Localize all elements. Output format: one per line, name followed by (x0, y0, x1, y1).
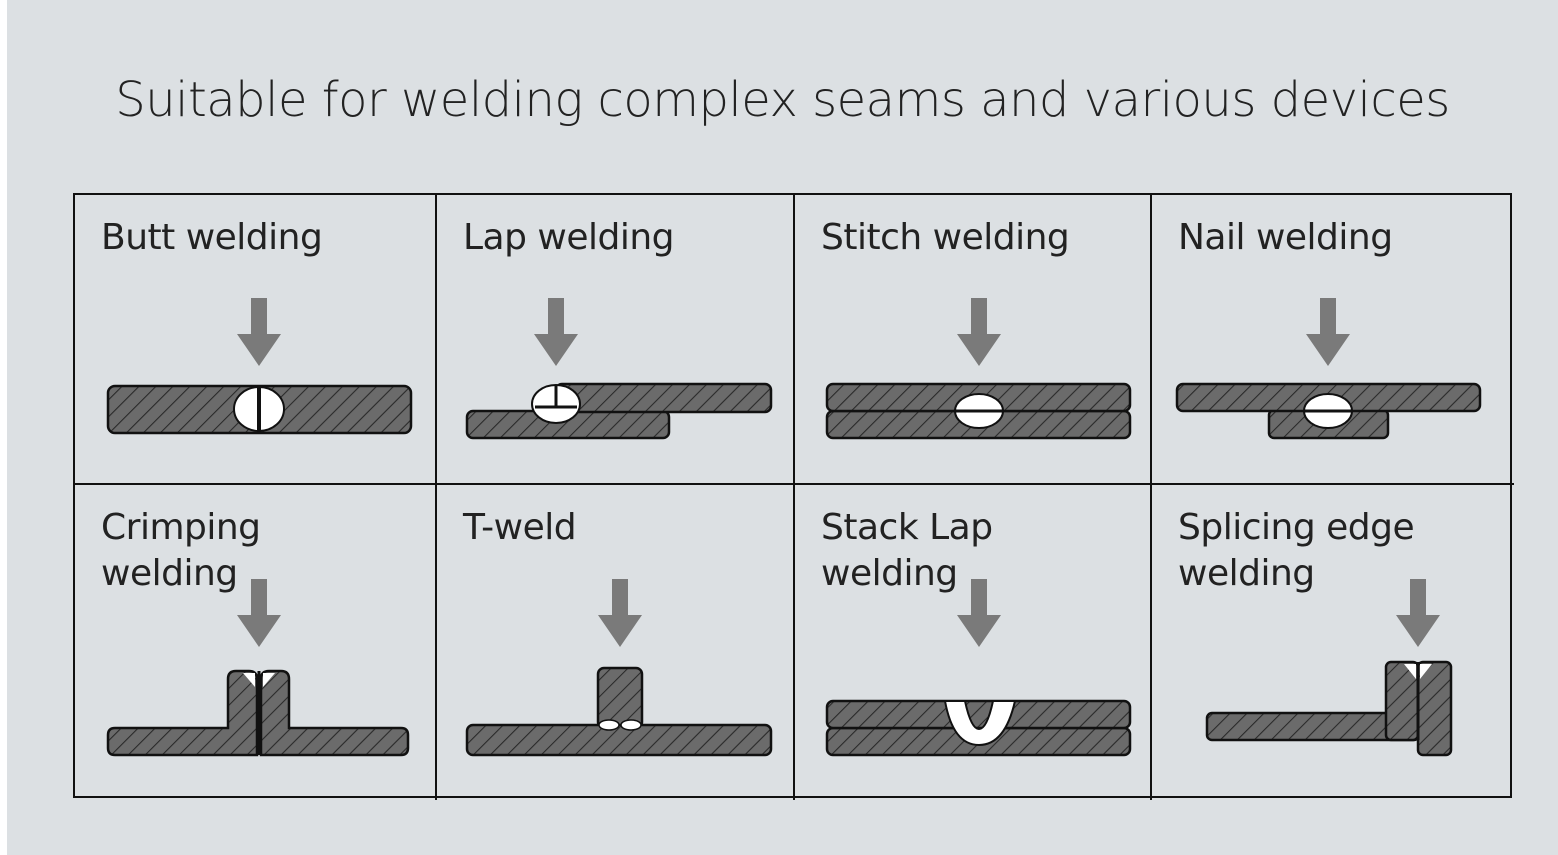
cell-label: Nail welding (1178, 217, 1393, 258)
cell-splicing-edge-welding: Splicing edge welding (1152, 485, 1514, 800)
cell-label: Lap welding (463, 217, 675, 258)
cell-butt-welding: Butt welding (75, 195, 437, 485)
cell-stitch-welding: Stitch welding (795, 195, 1152, 485)
stitch-weld-icon (825, 298, 1132, 440)
cell-label: Stack Lap welding (821, 507, 993, 594)
splicing-edge-weld-icon (1205, 579, 1453, 757)
t-weld-icon (465, 579, 773, 757)
cell-t-weld: T-weld (437, 485, 795, 800)
lap-weld-icon (465, 298, 773, 440)
cell-stack-lap-welding: Stack Lap welding (795, 485, 1152, 800)
nail-weld-icon (1175, 298, 1482, 440)
cell-label: Crimping welding (101, 507, 261, 594)
cell-nail-welding: Nail welding (1152, 195, 1514, 485)
stack-lap-weld-icon (825, 579, 1132, 757)
cell-lap-welding: Lap welding (437, 195, 795, 485)
cell-label: Butt welding (101, 217, 323, 258)
butt-weld-icon (106, 298, 413, 435)
page-title: Suitable for welding complex seams and v… (115, 72, 1450, 128)
cell-label: Stitch welding (821, 217, 1070, 258)
diagram-canvas: Suitable for welding complex seams and v… (7, 0, 1558, 855)
crimping-weld-icon (106, 579, 410, 757)
cell-label: T-weld (463, 507, 577, 548)
welding-types-grid: Butt welding Lap welding Stitch weldin (73, 193, 1514, 800)
cell-label: Splicing edge welding (1178, 507, 1415, 594)
cell-crimping-welding: Crimping welding (75, 485, 437, 800)
